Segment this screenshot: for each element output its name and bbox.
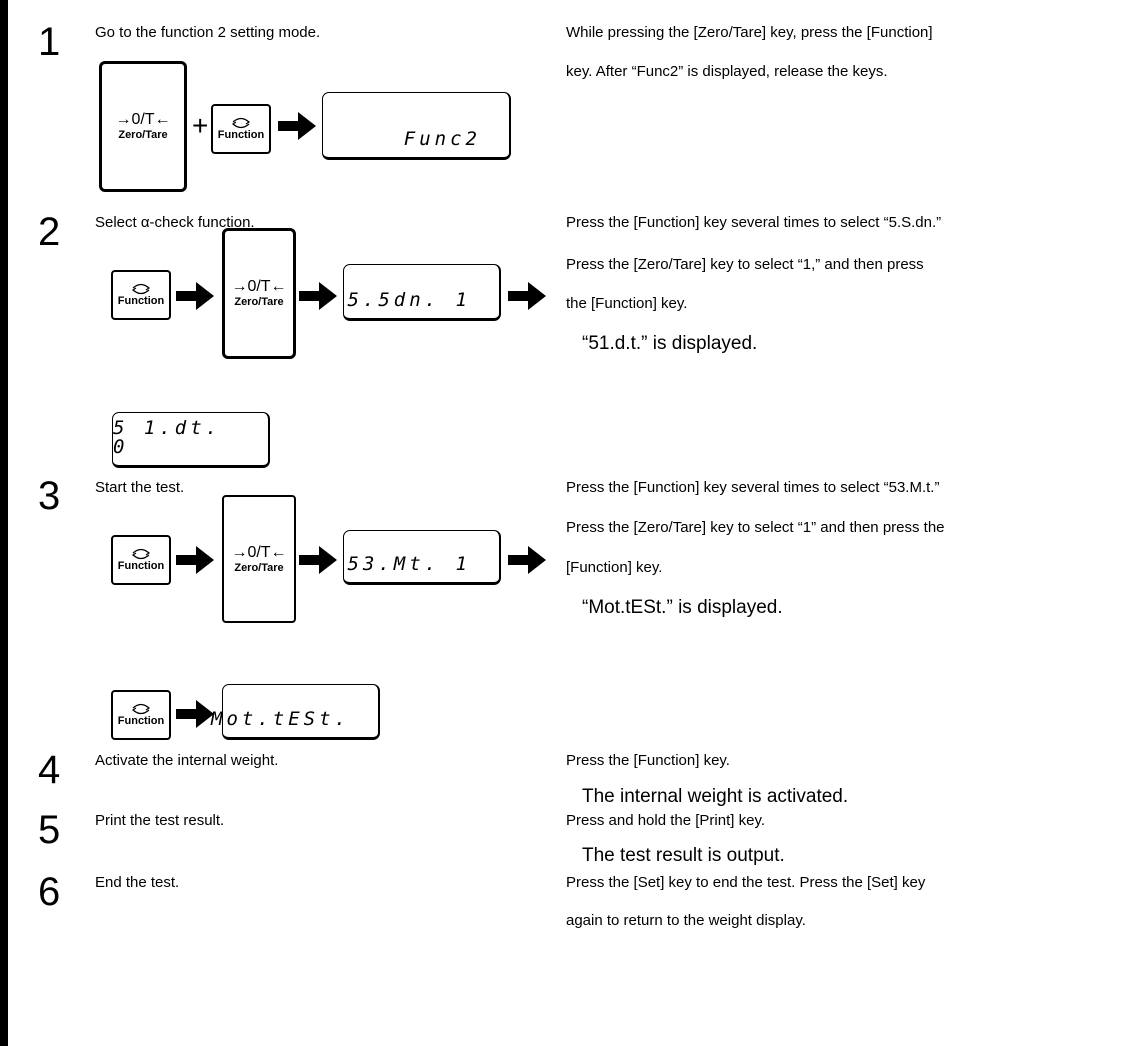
lcd-display-text: Func2	[403, 128, 481, 150]
step-6-description-line-1: Press the [Set] key to end the test. Pre…	[566, 874, 926, 891]
lcd-display-text: Mot.tESt.	[211, 708, 350, 730]
zero-tare-key-label: Zero/Tare	[118, 129, 168, 141]
step-4-instruction: Activate the internal weight.	[95, 752, 279, 769]
function-key[interactable]: Function	[111, 690, 171, 740]
right-arrow-icon	[299, 546, 337, 574]
cycle-arrows-icon	[131, 703, 151, 714]
function-key-label: Function	[117, 714, 165, 727]
step-1-description-line-1: While pressing the [Zero/Tare] key, pres…	[566, 24, 933, 41]
cycle-arrows-icon	[131, 283, 151, 294]
cycle-arrows-icon	[231, 117, 251, 128]
step-4-description-line-1: Press the [Function] key.	[566, 752, 730, 769]
step-4-number: 4	[38, 748, 61, 792]
cycle-arrows-icon	[131, 548, 151, 559]
step-3-description-line-3: [Function] key.	[566, 559, 663, 576]
step-5-instruction: Print the test result.	[95, 812, 225, 829]
zero-tare-key-label: Zero/Tare	[234, 561, 284, 574]
step-2-description-line-2: Press the [Zero/Tare] key to select “1,”…	[566, 256, 924, 273]
step-6-number: 6	[38, 870, 61, 914]
step-4-note: The internal weight is activated.	[582, 786, 849, 807]
lcd-display-text: 5.5dn. 1	[347, 289, 471, 311]
step-6-description-line-2: again to return to the weight display.	[566, 912, 806, 929]
function-key-label: Function	[217, 128, 265, 141]
zero-tare-key[interactable]: →0/T← Zero/Tare	[222, 495, 296, 623]
right-arrow-icon	[508, 282, 546, 310]
right-arrow-icon	[176, 546, 214, 574]
zero-tare-key-symbol: →0/T←	[231, 543, 287, 561]
step-1-instruction: Go to the function 2 setting mode.	[95, 24, 321, 41]
zero-tare-key[interactable]: →0/T← Zero/Tare	[222, 228, 296, 359]
step-3-description-line-1: Press the [Function] key several times t…	[566, 479, 940, 496]
lcd-display-text: 53.Mt. 1	[347, 553, 471, 575]
left-margin-bar	[0, 0, 8, 1046]
zero-tare-key-label: Zero/Tare	[234, 296, 284, 308]
step-2-description-line-1: Press the [Function] key several times t…	[566, 214, 942, 231]
function-key-label: Function	[117, 559, 165, 572]
lcd-display: 5.5dn. 1	[343, 264, 501, 321]
step-6-instruction: End the test.	[95, 874, 180, 891]
lcd-display: 53.Mt. 1	[343, 530, 501, 585]
step-2-instruction: Select α-check function.	[95, 214, 255, 231]
zero-tare-key-symbol: →0/T←	[115, 111, 171, 128]
lcd-display-text: 5 1.dt. 0	[113, 417, 222, 458]
right-arrow-icon	[176, 282, 214, 310]
step-1-number: 1	[38, 20, 61, 64]
step-2-number: 2	[38, 210, 61, 254]
lcd-display: 5 1.dt. 0	[112, 412, 270, 468]
function-key[interactable]: Function	[111, 535, 171, 585]
step-3-number: 3	[38, 474, 61, 518]
lcd-display: Mot.tESt.	[211, 684, 380, 740]
step-3-note: “Mot.tESt.” is displayed.	[582, 597, 783, 618]
step-2-note: “51.d.t.” is displayed.	[582, 333, 758, 354]
right-arrow-icon	[299, 282, 337, 310]
step-3-instruction: Start the test.	[95, 479, 185, 496]
right-arrow-icon	[176, 700, 214, 728]
lcd-display: Func2	[322, 92, 511, 160]
right-arrow-icon	[508, 546, 546, 574]
zero-tare-key[interactable]: →0/T← Zero/Tare	[99, 61, 187, 192]
function-key-label: Function	[117, 294, 165, 307]
step-5-note: The test result is output.	[582, 845, 785, 866]
step-2-description-line-3: the [Function] key.	[566, 295, 688, 312]
zero-tare-key-symbol: →0/T←	[231, 278, 287, 295]
function-key[interactable]: Function	[111, 270, 171, 320]
step-5-description-line-1: Press and hold the [Print] key.	[566, 812, 765, 829]
plus-sign: +	[192, 110, 209, 141]
step-3-description-line-2: Press the [Zero/Tare] key to select “1” …	[566, 519, 945, 536]
right-arrow-icon	[278, 112, 316, 140]
function-key[interactable]: Function	[211, 104, 271, 154]
step-1-description-line-2: key. After “Func2” is displayed, release…	[566, 63, 888, 80]
step-5-number: 5	[38, 808, 61, 852]
